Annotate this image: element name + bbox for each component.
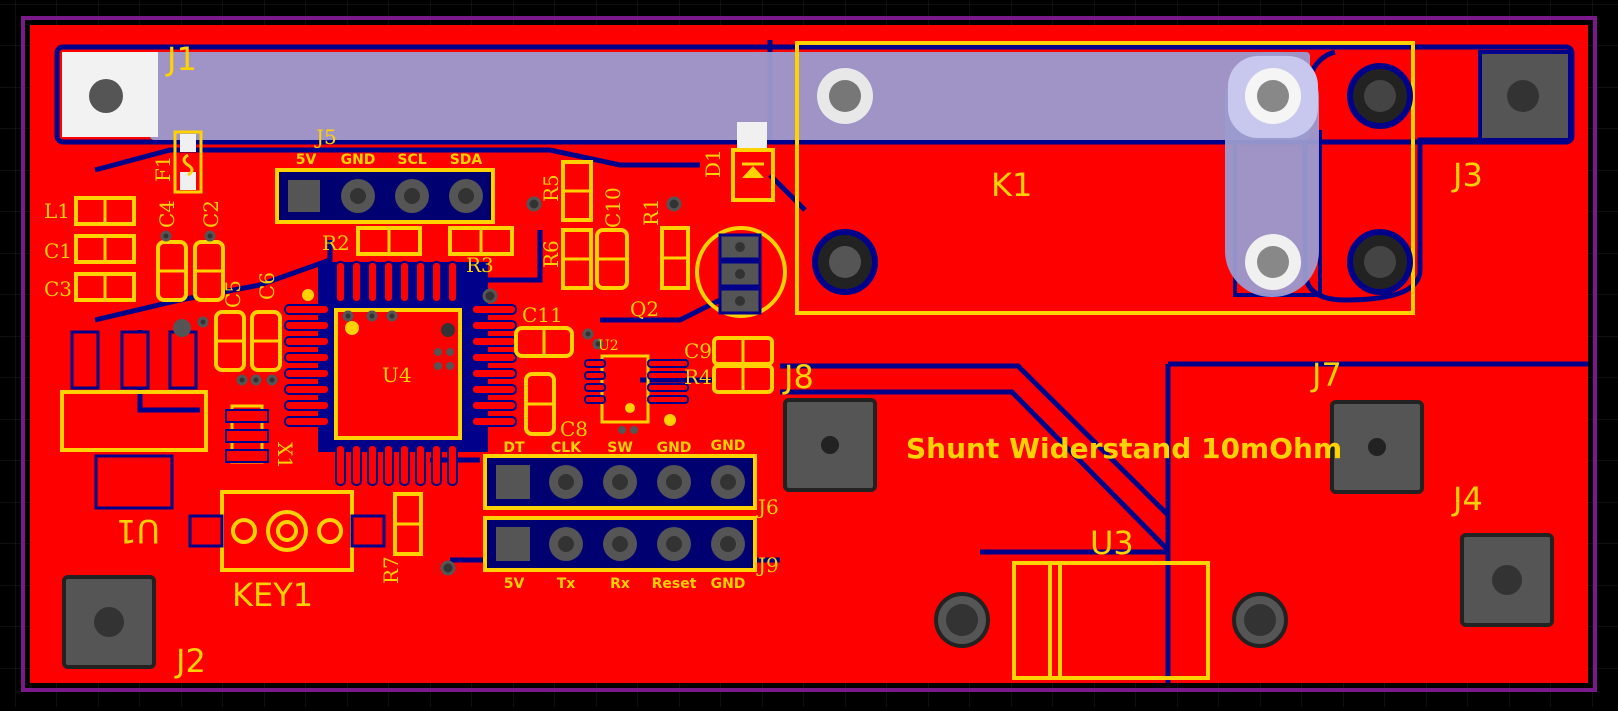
- label-j2: J2: [174, 642, 206, 680]
- label-c8: C8: [560, 417, 588, 441]
- label-c10: C10: [601, 187, 625, 228]
- label-j1: J1: [165, 40, 197, 78]
- label-f1: F1: [151, 155, 175, 182]
- label-q2: Q2: [630, 297, 659, 321]
- connector-j4[interactable]: [1460, 533, 1554, 627]
- pin-label-j5-1: 5V: [296, 152, 317, 168]
- label-j6: J6: [756, 495, 779, 519]
- label-k1: K1: [991, 166, 1032, 204]
- crystal-x1[interactable]: [225, 404, 269, 464]
- pin-label-j6-2: CLK: [551, 440, 582, 456]
- label-r5: R5: [539, 174, 563, 202]
- pin-label-j5-4: SDA: [450, 152, 483, 168]
- connector-j1[interactable]: [62, 52, 158, 137]
- fuse-f1[interactable]: [173, 130, 203, 194]
- label-c4: C4: [155, 200, 179, 228]
- pin-labels: 5V GND SCL SDA DT CLK SW GND GND 5V Tx R…: [296, 152, 746, 592]
- label-x1: X1: [273, 442, 297, 469]
- relay-k1[interactable]: [795, 41, 1415, 315]
- label-c1: C1: [44, 239, 72, 263]
- pin-label-j9-3: Rx: [610, 576, 630, 592]
- shunt-title: Shunt Widerstand 10mOhm: [906, 432, 1342, 465]
- label-r1: R1: [639, 198, 663, 226]
- label-r3: R3: [466, 253, 494, 277]
- connector-j7[interactable]: [1330, 400, 1424, 494]
- connector-j8[interactable]: [783, 398, 877, 492]
- pin-label-j9-1: 5V: [504, 576, 525, 592]
- label-u3: U3: [1090, 524, 1134, 562]
- bus-bar: [150, 52, 1319, 297]
- pin-label-j6-3: SW: [607, 440, 633, 456]
- label-c9: C9: [684, 339, 712, 363]
- label-c11: C11: [522, 303, 563, 327]
- label-r7: R7: [379, 556, 403, 584]
- label-j3: J3: [1451, 156, 1483, 194]
- label-u4: U4: [382, 363, 412, 387]
- label-u2: U2: [598, 338, 619, 354]
- shunt-u3[interactable]: [934, 561, 1288, 680]
- transistor-q2[interactable]: [695, 226, 787, 318]
- label-r6: R6: [539, 240, 563, 268]
- vias: [160, 196, 682, 576]
- header-j6[interactable]: [483, 454, 757, 510]
- pin-label-j9-4: Reset: [652, 576, 697, 592]
- mcu-u4[interactable]: [284, 261, 517, 486]
- label-c6: C6: [255, 272, 279, 300]
- label-r4: R4: [684, 365, 712, 389]
- button-key1[interactable]: [188, 490, 386, 572]
- pin-label-j9-2: Tx: [557, 576, 576, 592]
- connector-j3[interactable]: [1478, 50, 1572, 142]
- pin-label-j5-3: SCL: [397, 152, 426, 168]
- label-j8: J8: [782, 358, 814, 396]
- ic-u2[interactable]: [584, 354, 689, 434]
- label-j7: J7: [1310, 356, 1342, 394]
- regulator-u1[interactable]: [60, 319, 208, 510]
- pin-label-j5-2: GND: [341, 152, 376, 168]
- pin-label-j6-1: DT: [503, 440, 525, 456]
- label-r2: R2: [322, 231, 350, 255]
- silkscreen-small: J5 J6 J9 L1 C1 C3 R2 R3 U4 C11 C8 Q2 C9 …: [44, 125, 779, 584]
- label-c5: C5: [221, 280, 245, 308]
- label-u1: U1: [116, 512, 160, 550]
- label-j5: J5: [314, 125, 337, 149]
- pin-label-j9-5: GND: [711, 576, 746, 592]
- pin-label-j6-5: GND: [711, 438, 746, 454]
- label-key1: KEY1: [232, 576, 313, 614]
- label-d1: D1: [701, 149, 725, 178]
- passive-dividers: [103, 189, 745, 526]
- pin-label-j6-4: GND: [657, 440, 692, 456]
- silkscreen-large: J1 K1 J3 J8 J7 J4 U3 J2 KEY1 U1: [116, 40, 1483, 680]
- label-j9: J9: [756, 553, 779, 577]
- header-j5[interactable]: [275, 168, 495, 224]
- board-outline: [21, 16, 1597, 692]
- label-c3: C3: [44, 277, 72, 301]
- connector-j2[interactable]: [62, 575, 156, 669]
- label-j4: J4: [1451, 480, 1483, 518]
- diode-d1[interactable]: [731, 122, 775, 202]
- header-j9[interactable]: [483, 516, 757, 572]
- label-c2: C2: [199, 200, 223, 228]
- label-l1: L1: [44, 199, 70, 223]
